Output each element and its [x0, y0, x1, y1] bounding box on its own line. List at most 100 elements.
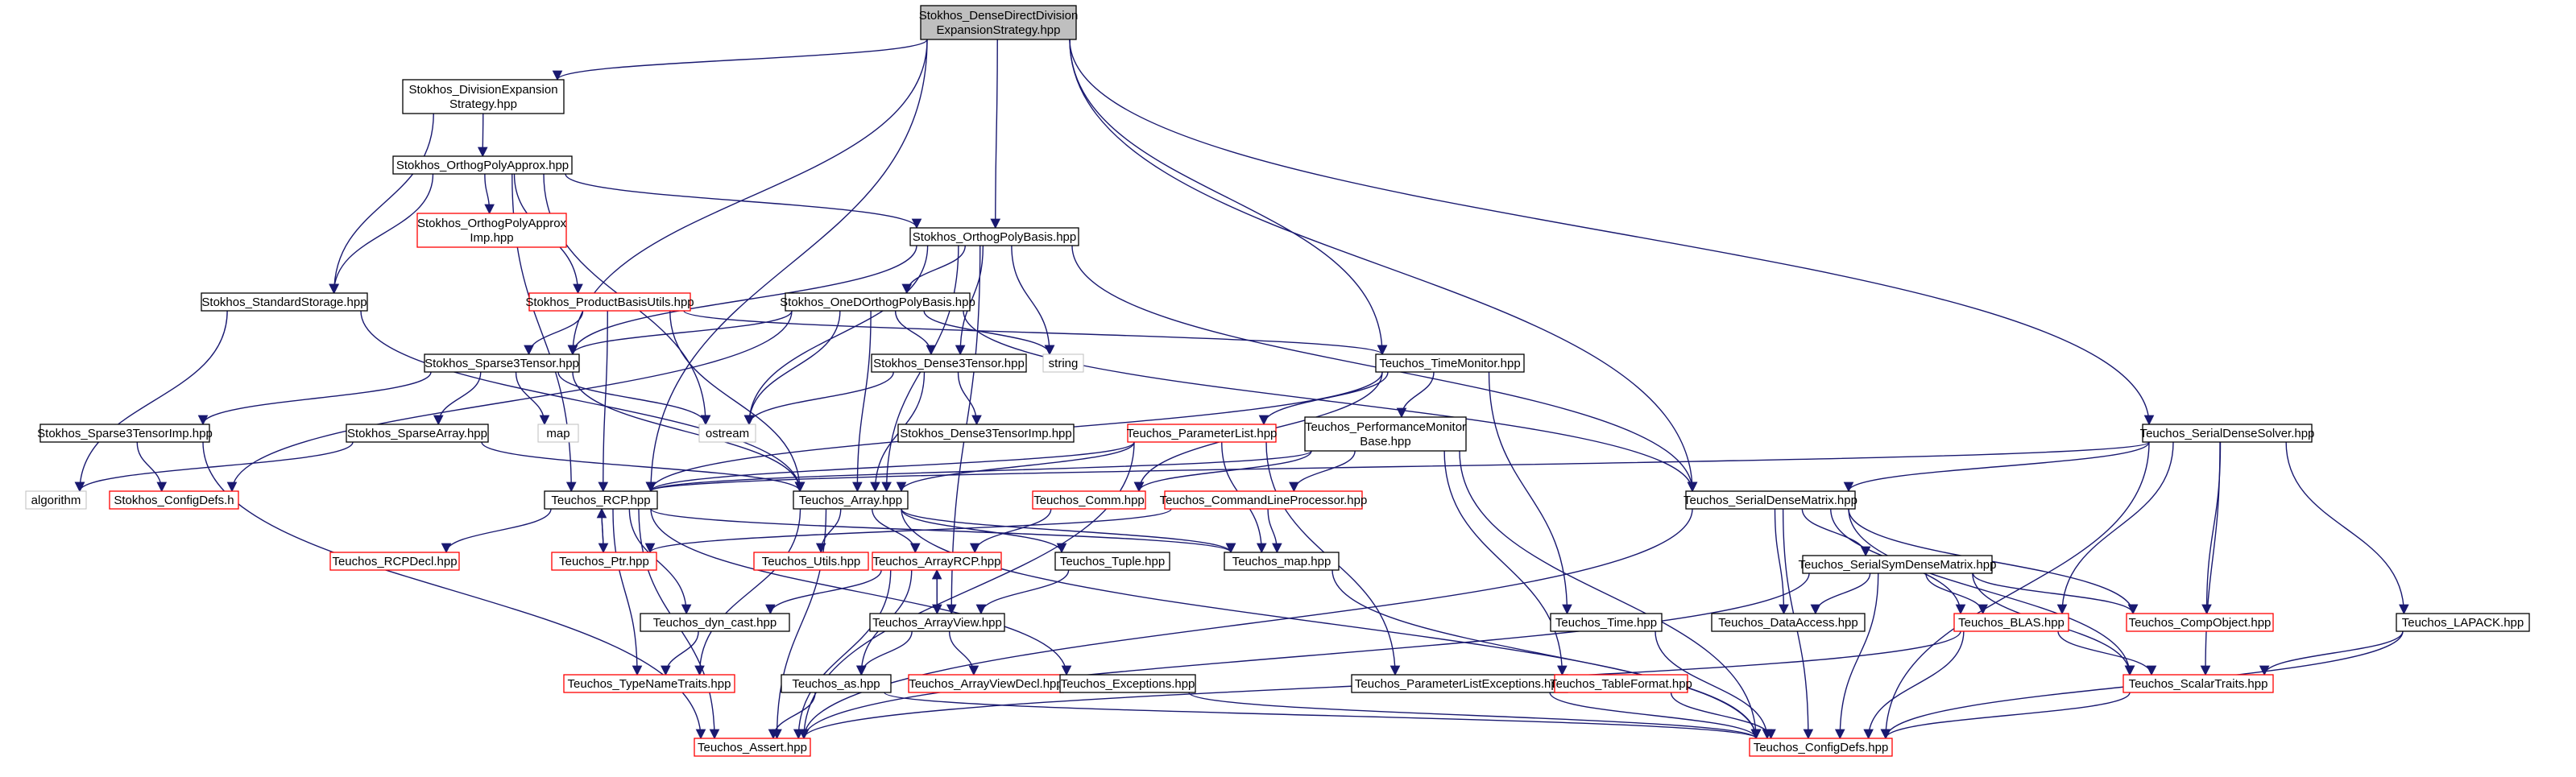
node-serial-dense-matrix[interactable]: Teuchos_SerialDenseMatrix.hpp — [1684, 490, 1857, 510]
node-label: Teuchos_Exceptions.hpp — [1061, 677, 1195, 691]
edge-orthog_poly_basis-to-oned_orthog_poly_basis — [901, 245, 966, 295]
edge-time_monitor-to-time — [1488, 371, 1572, 615]
node-map-hpp[interactable]: Teuchos_map.hpp — [1224, 552, 1340, 571]
edge-command_line_processor-to-ptr — [644, 508, 1172, 554]
node-command-line-processor[interactable]: Teuchos_CommandLineProcessor.hpp — [1160, 490, 1368, 510]
node-sparse3tensor-imp[interactable]: Stokhos_Sparse3TensorImp.hpp — [37, 424, 213, 443]
node-time[interactable]: Teuchos_Time.hpp — [1550, 613, 1663, 632]
edge-command_line_processor-to-map_hpp — [1267, 508, 1282, 554]
node-dense3tensor-imp[interactable]: Stokhos_Dense3TensorImp.hpp — [897, 424, 1075, 443]
edge-orthog_poly_approx-to-orthog_poly_approx_imp — [484, 173, 495, 215]
node-array-rcp[interactable]: Teuchos_ArrayRCP.hpp — [872, 552, 1002, 571]
edge-rcp-to-map_hpp — [650, 508, 1236, 554]
edge-serial_dense_solver-to-lapack — [2285, 441, 2409, 615]
node-orthog-poly-approx[interactable]: Stokhos_OrthogPolyApprox.hpp — [392, 155, 573, 175]
edge-performance_monitor-to-rcp — [646, 450, 1312, 493]
node-parameter-list[interactable]: Teuchos_ParameterList.hpp — [1127, 424, 1278, 443]
node-comm[interactable]: Teuchos_Comm.hpp — [1032, 490, 1146, 510]
node-array-view[interactable]: Teuchos_ArrayView.hpp — [869, 613, 1005, 632]
node-box — [781, 674, 892, 693]
file-nodes: Stokhos_DenseDirectDivisionExpansionStra… — [25, 5, 2530, 757]
node-product-basis-utils[interactable]: Stokhos_ProductBasisUtils.hpp — [525, 292, 694, 312]
edge-sparse3tensor-to-sparse3tensor_imp — [197, 371, 432, 426]
node-exceptions[interactable]: Teuchos_Exceptions.hpp — [1059, 674, 1196, 693]
node-label: Stokhos_OrthogPolyBasis.hpp — [913, 230, 1076, 244]
node-label: Stokhos_Sparse3TensorImp.hpp — [37, 427, 213, 440]
node-assert[interactable]: Teuchos_Assert.hpp — [694, 738, 811, 757]
edge-standard_storage-to-array — [360, 310, 806, 493]
node-dyn-cast[interactable]: Teuchos_dyn_cast.hpp — [640, 613, 790, 632]
node-box — [1164, 490, 1363, 510]
node-box — [1375, 353, 1525, 373]
node-label: Teuchos_ScalarTraits.hpp — [2129, 677, 2268, 691]
node-box — [920, 5, 1077, 40]
edge-as-to-assert — [768, 692, 816, 740]
node-lapack[interactable]: Teuchos_LAPACK.hpp — [2396, 613, 2530, 632]
edge-oned_orthog_poly_basis-to-serial_dense_matrix — [963, 310, 1698, 493]
node-as[interactable]: Teuchos_as.hpp — [781, 674, 892, 693]
node-utils[interactable]: Teuchos_Utils.hpp — [753, 552, 869, 571]
edge-comm-to-array_rcp — [969, 508, 1052, 554]
node-table-format[interactable]: Teuchos_TableFormat.hpp — [1550, 674, 1692, 693]
node-config-defs-h[interactable]: Stokhos_ConfigDefs.h — [109, 490, 239, 510]
node-root[interactable]: Stokhos_DenseDirectDivisionExpansionStra… — [919, 5, 1079, 40]
node-dense3tensor[interactable]: Stokhos_Dense3Tensor.hpp — [871, 353, 1027, 373]
node-type-name-traits[interactable]: Teuchos_TypeNameTraits.hpp — [563, 674, 735, 693]
edge-rcp-to-dyn_cast — [628, 508, 692, 615]
node-box — [201, 292, 368, 312]
edge-sparse_array-to-array — [481, 441, 806, 493]
edge-array-to-type_name_traits — [694, 508, 801, 676]
node-label: Teuchos_ParameterListExceptions.hpp — [1355, 677, 1564, 691]
edge-parameter_list-to-rcp — [645, 441, 1135, 493]
edge-array_rcp-to-dyn_cast — [765, 569, 882, 615]
node-box — [909, 227, 1079, 246]
edge-oned_orthog_poly_basis-to-array — [852, 310, 872, 493]
node-config-defs-hpp[interactable]: Teuchos_ConfigDefs.hpp — [1749, 738, 1893, 757]
node-label: Teuchos_ArrayViewDecl.hpp — [909, 677, 1063, 691]
node-label: Stokhos_SparseArray.hpp — [347, 427, 487, 440]
node-standard-storage[interactable]: Stokhos_StandardStorage.hpp — [201, 292, 368, 312]
node-oned-orthog-poly-basis[interactable]: Stokhos_OneDOrthogPolyBasis.hpp — [780, 292, 975, 312]
node-box — [2126, 613, 2274, 632]
edge-array-to-tuple — [901, 508, 1067, 554]
node-parameter-list-exceptions[interactable]: Teuchos_ParameterListExceptions.hpp — [1351, 674, 1568, 693]
node-array-view-decl[interactable]: Teuchos_ArrayViewDecl.hpp — [908, 674, 1064, 693]
node-blas[interactable]: Teuchos_BLAS.hpp — [1953, 613, 2069, 632]
node-orthog-poly-basis[interactable]: Stokhos_OrthogPolyBasis.hpp — [909, 227, 1079, 246]
node-ptr[interactable]: Teuchos_Ptr.hpp — [551, 552, 657, 571]
edge-orthog_poly_approx-to-standard_storage — [329, 173, 434, 295]
node-serial-dense-solver[interactable]: Teuchos_SerialDenseSolver.hpp — [2140, 424, 2315, 443]
edge-root-to-orthog_poly_basis — [990, 39, 1001, 229]
edge-orthog_poly_basis-to-string — [1011, 245, 1055, 356]
node-sparse3tensor[interactable]: Stokhos_Sparse3Tensor.hpp — [424, 353, 580, 373]
node-rcp-decl[interactable]: Teuchos_RCPDecl.hpp — [329, 552, 460, 571]
edge-root-to-rcp — [645, 39, 928, 493]
node-time-monitor[interactable]: Teuchos_TimeMonitor.hpp — [1375, 353, 1525, 373]
node-tuple[interactable]: Teuchos_Tuple.hpp — [1054, 552, 1170, 571]
node-box — [1304, 416, 1467, 452]
node-serial-sym-dense-matrix[interactable]: Teuchos_SerialSymDenseMatrix.hpp — [1799, 555, 1997, 574]
node-sparse-array[interactable]: Stokhos_SparseArray.hpp — [346, 424, 489, 443]
edge-dense3tensor-to-dense3tensor_imp — [957, 371, 982, 426]
node-box — [753, 552, 869, 571]
node-label: Stokhos_ConfigDefs.h — [114, 494, 234, 507]
edge-serial_sym_dense_matrix-to-comp_object — [1972, 572, 2139, 615]
node-scalar-traits[interactable]: Teuchos_ScalarTraits.hpp — [2123, 674, 2274, 693]
edge-serial_dense_solver-to-serial_dense_matrix — [1843, 441, 2150, 493]
node-box — [1127, 424, 1277, 443]
node-box — [872, 552, 1002, 571]
node-data-access[interactable]: Teuchos_DataAccess.hpp — [1711, 613, 1866, 632]
edge-as-to-config_defs_hpp — [884, 692, 1761, 740]
node-rcp[interactable]: Teuchos_RCP.hpp — [544, 490, 658, 510]
edge-product_basis_utils-to-array — [669, 310, 806, 493]
node-box — [1042, 353, 1084, 373]
edge-serial_dense_solver-to-rcp — [646, 441, 2150, 493]
edge-sparse3tensor-to-array — [572, 371, 806, 493]
edge-root-to-serial_dense_matrix — [1069, 39, 1698, 493]
node-array[interactable]: Teuchos_Array.hpp — [793, 490, 909, 510]
node-label: Teuchos_Comm.hpp — [1033, 494, 1145, 507]
node-comp-object[interactable]: Teuchos_CompObject.hpp — [2126, 613, 2274, 632]
